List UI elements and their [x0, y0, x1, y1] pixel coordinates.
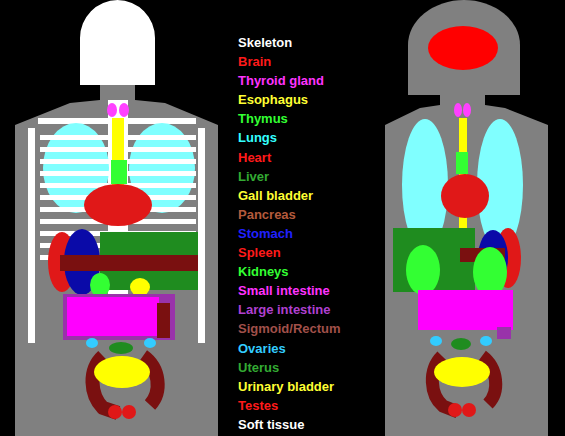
legend-entry: Ovaries	[238, 339, 341, 358]
legend-entry: Kidneys	[238, 262, 341, 281]
legend-entry: Thyroid gland	[238, 71, 341, 90]
legend-text: Urinary bladder	[238, 379, 334, 394]
legend-entry: Stomach	[238, 224, 341, 243]
legend-text: Small intestine	[238, 283, 330, 298]
legend-text: Testes	[238, 398, 278, 413]
legend-text: Spleen	[238, 245, 281, 260]
legend-entry: Urinary bladder	[238, 377, 341, 396]
legend-entry: Lungs	[238, 128, 341, 147]
legend-entry: Large intestine	[238, 300, 341, 319]
right-phantom	[385, 0, 548, 436]
legend-text: Thymus	[238, 111, 288, 126]
legend-text: Skeleton	[238, 35, 292, 50]
legend-entry: Spleen	[238, 243, 341, 262]
legend-entry: Gall bladder	[238, 186, 341, 205]
legend-text: Uterus	[238, 360, 279, 375]
legend-entry: Thymus	[238, 109, 341, 128]
legend-entry: Esophagus	[238, 90, 341, 109]
legend-entry: Soft tissue	[238, 415, 341, 434]
legend-entry: Skeleton	[238, 33, 341, 52]
legend-entry: Heart	[238, 148, 341, 167]
legend-text: Gall bladder	[238, 188, 313, 203]
left-phantom	[15, 0, 218, 436]
organ-legend: SkeletonBrainThyroid glandEsophagusThymu…	[238, 33, 341, 434]
legend-entry: Testes	[238, 396, 341, 415]
legend-text: Thyroid gland	[238, 73, 324, 88]
legend-text: Large intestine	[238, 302, 330, 317]
legend-text: Pancreas	[238, 207, 296, 222]
legend-text: Lungs	[238, 130, 277, 145]
legend-entry: Sigmoid/Rectum	[238, 319, 341, 338]
legend-text: Sigmoid/Rectum	[238, 321, 341, 336]
legend-entry: Pancreas	[238, 205, 341, 224]
legend-entry: Small intestine	[238, 281, 341, 300]
legend-text: Soft tissue	[238, 417, 304, 432]
legend-entry: Brain	[238, 52, 341, 71]
legend-text: Ovaries	[238, 341, 286, 356]
legend-text: Liver	[238, 169, 269, 184]
legend-text: Stomach	[238, 226, 293, 241]
legend-text: Esophagus	[238, 92, 308, 107]
legend-entry: Uterus	[238, 358, 341, 377]
legend-entry: Liver	[238, 167, 341, 186]
legend-text: Brain	[238, 54, 271, 69]
legend-text: Kidneys	[238, 264, 289, 279]
legend-text: Heart	[238, 150, 271, 165]
